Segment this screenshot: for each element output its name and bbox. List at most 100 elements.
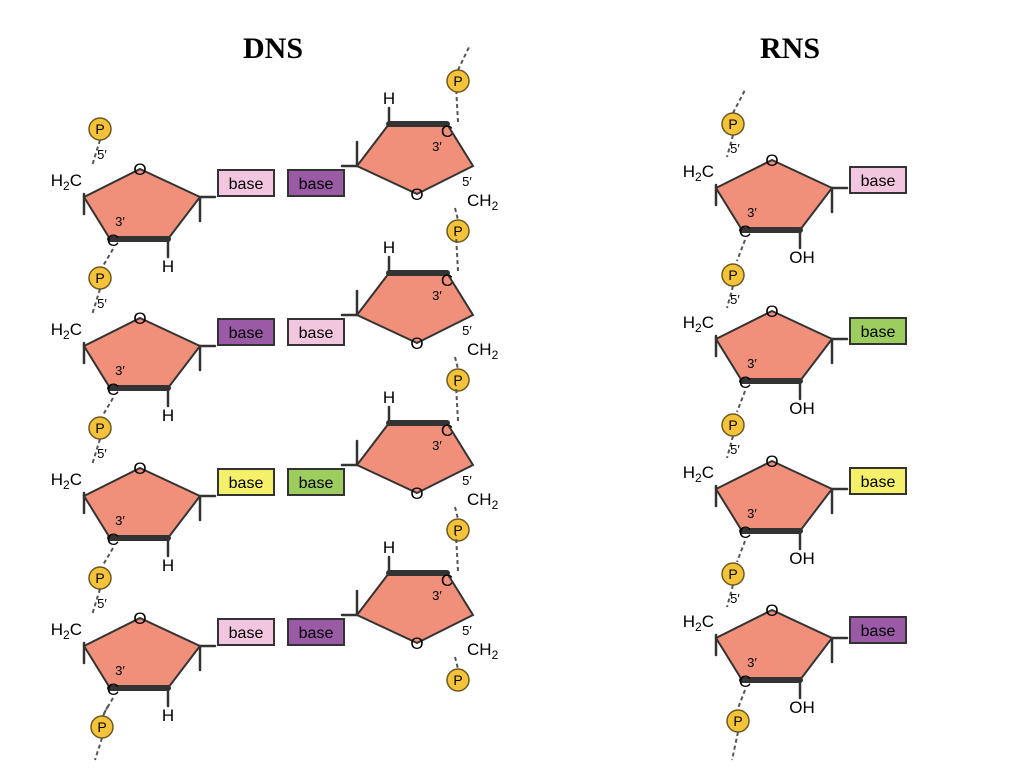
ring-oxygen-label: O	[765, 601, 778, 620]
ch2-label: H2C	[683, 313, 714, 335]
base-box: base	[217, 618, 275, 646]
c3-prime-label: 3′	[747, 655, 757, 670]
backbone-link	[102, 705, 109, 717]
phosphate-label: P	[453, 672, 462, 688]
ch2-label: H2C	[51, 171, 82, 193]
backbone-link	[726, 285, 734, 309]
ch2-c: C	[702, 313, 714, 332]
c3-label: C	[739, 523, 751, 542]
backbone-link	[454, 656, 459, 670]
phosphate-label: P	[95, 420, 104, 436]
phosphate-circle	[446, 219, 470, 243]
sugar-ring	[355, 123, 475, 196]
c3-prime-label: 3′	[115, 663, 125, 678]
c3-prime-label: 3′	[432, 139, 442, 154]
c3-prime-label: 3′	[432, 288, 442, 303]
sugar-ring	[355, 272, 475, 345]
ch2-h: H	[683, 313, 695, 332]
ring-oxygen-label: O	[133, 309, 146, 328]
ch2-c: C	[70, 171, 82, 190]
hydroxyl-label: OH	[789, 549, 815, 568]
phosphate-group: P	[721, 562, 745, 586]
c3-prime-label: 3′	[115, 513, 125, 528]
phosphate-label: P	[453, 223, 462, 239]
base-label: base	[299, 475, 334, 492]
ch2-subscript: 2	[63, 328, 70, 342]
sugar-ring	[82, 466, 202, 539]
backbone-link	[455, 384, 459, 422]
ch2-h: H	[51, 470, 63, 489]
backbone-link	[454, 207, 459, 221]
base-label: base	[861, 173, 896, 190]
sugar-ring	[714, 459, 834, 532]
base-rect	[287, 468, 345, 496]
c3-prime-label: 3′	[747, 506, 757, 521]
ring-oxygen-label: O	[410, 634, 423, 653]
hydrogen-label: H	[162, 406, 174, 425]
c5-prime-label: 5′	[462, 473, 472, 488]
phosphate-group: P	[446, 368, 470, 392]
c3-prime-label: 3′	[747, 356, 757, 371]
hydrogen-label: H	[383, 89, 395, 108]
base-label: base	[861, 474, 896, 491]
dna-title: DNS	[243, 32, 303, 65]
c3-label: C	[107, 231, 119, 250]
ch2-ch: CH	[467, 191, 492, 210]
backbone-link	[91, 288, 101, 316]
base-rect	[849, 616, 907, 644]
c3-label: C	[107, 380, 119, 399]
sugar-ring	[714, 608, 834, 681]
backbone-link	[726, 584, 734, 608]
backbone-link	[736, 540, 746, 563]
backbone-link	[457, 44, 471, 71]
backbone-link	[726, 435, 734, 459]
backbone-link	[91, 588, 101, 616]
hydroxyl-label: OH	[789, 698, 815, 717]
backbone-link	[102, 248, 114, 267]
backbone-link	[94, 737, 103, 761]
phosphate-label: P	[728, 417, 737, 433]
base-box: base	[849, 317, 907, 345]
ch2-ch: CH	[467, 640, 492, 659]
backbone-link	[91, 139, 101, 167]
base-label: base	[299, 176, 334, 193]
c3-label: C	[441, 421, 453, 440]
hydrogen-label: H	[383, 538, 395, 557]
base-box: base	[849, 467, 907, 495]
ch2-label: CH2	[467, 191, 499, 213]
c5-prime-label: 5′	[730, 591, 740, 606]
hydrogen-label: H	[383, 238, 395, 257]
ch2-label: CH2	[467, 340, 499, 362]
phosphate-group: P	[721, 112, 745, 136]
phosphate-label: P	[95, 121, 104, 137]
ch2-subscript: 2	[695, 170, 702, 184]
c5-prime-label: 5′	[97, 147, 107, 162]
phosphate-group: P	[446, 668, 470, 692]
hydrogen-label: H	[162, 706, 174, 725]
c3-label: C	[107, 530, 119, 549]
hydroxyl-label: OH	[789, 399, 815, 418]
base-label: base	[299, 625, 334, 642]
base-label: base	[229, 176, 264, 193]
base-rect	[287, 318, 345, 346]
c5-prime-label: 5′	[730, 442, 740, 457]
base-rect	[217, 618, 275, 646]
c3-label: C	[739, 373, 751, 392]
rna-title: RNS	[760, 32, 820, 65]
phosphate-group: P	[721, 413, 745, 437]
c3-label: C	[739, 672, 751, 691]
ch2-label: H2C	[683, 162, 714, 184]
ch2-label: CH2	[467, 640, 499, 662]
ch2-label: CH2	[467, 490, 499, 512]
ch2-h: H	[51, 320, 63, 339]
